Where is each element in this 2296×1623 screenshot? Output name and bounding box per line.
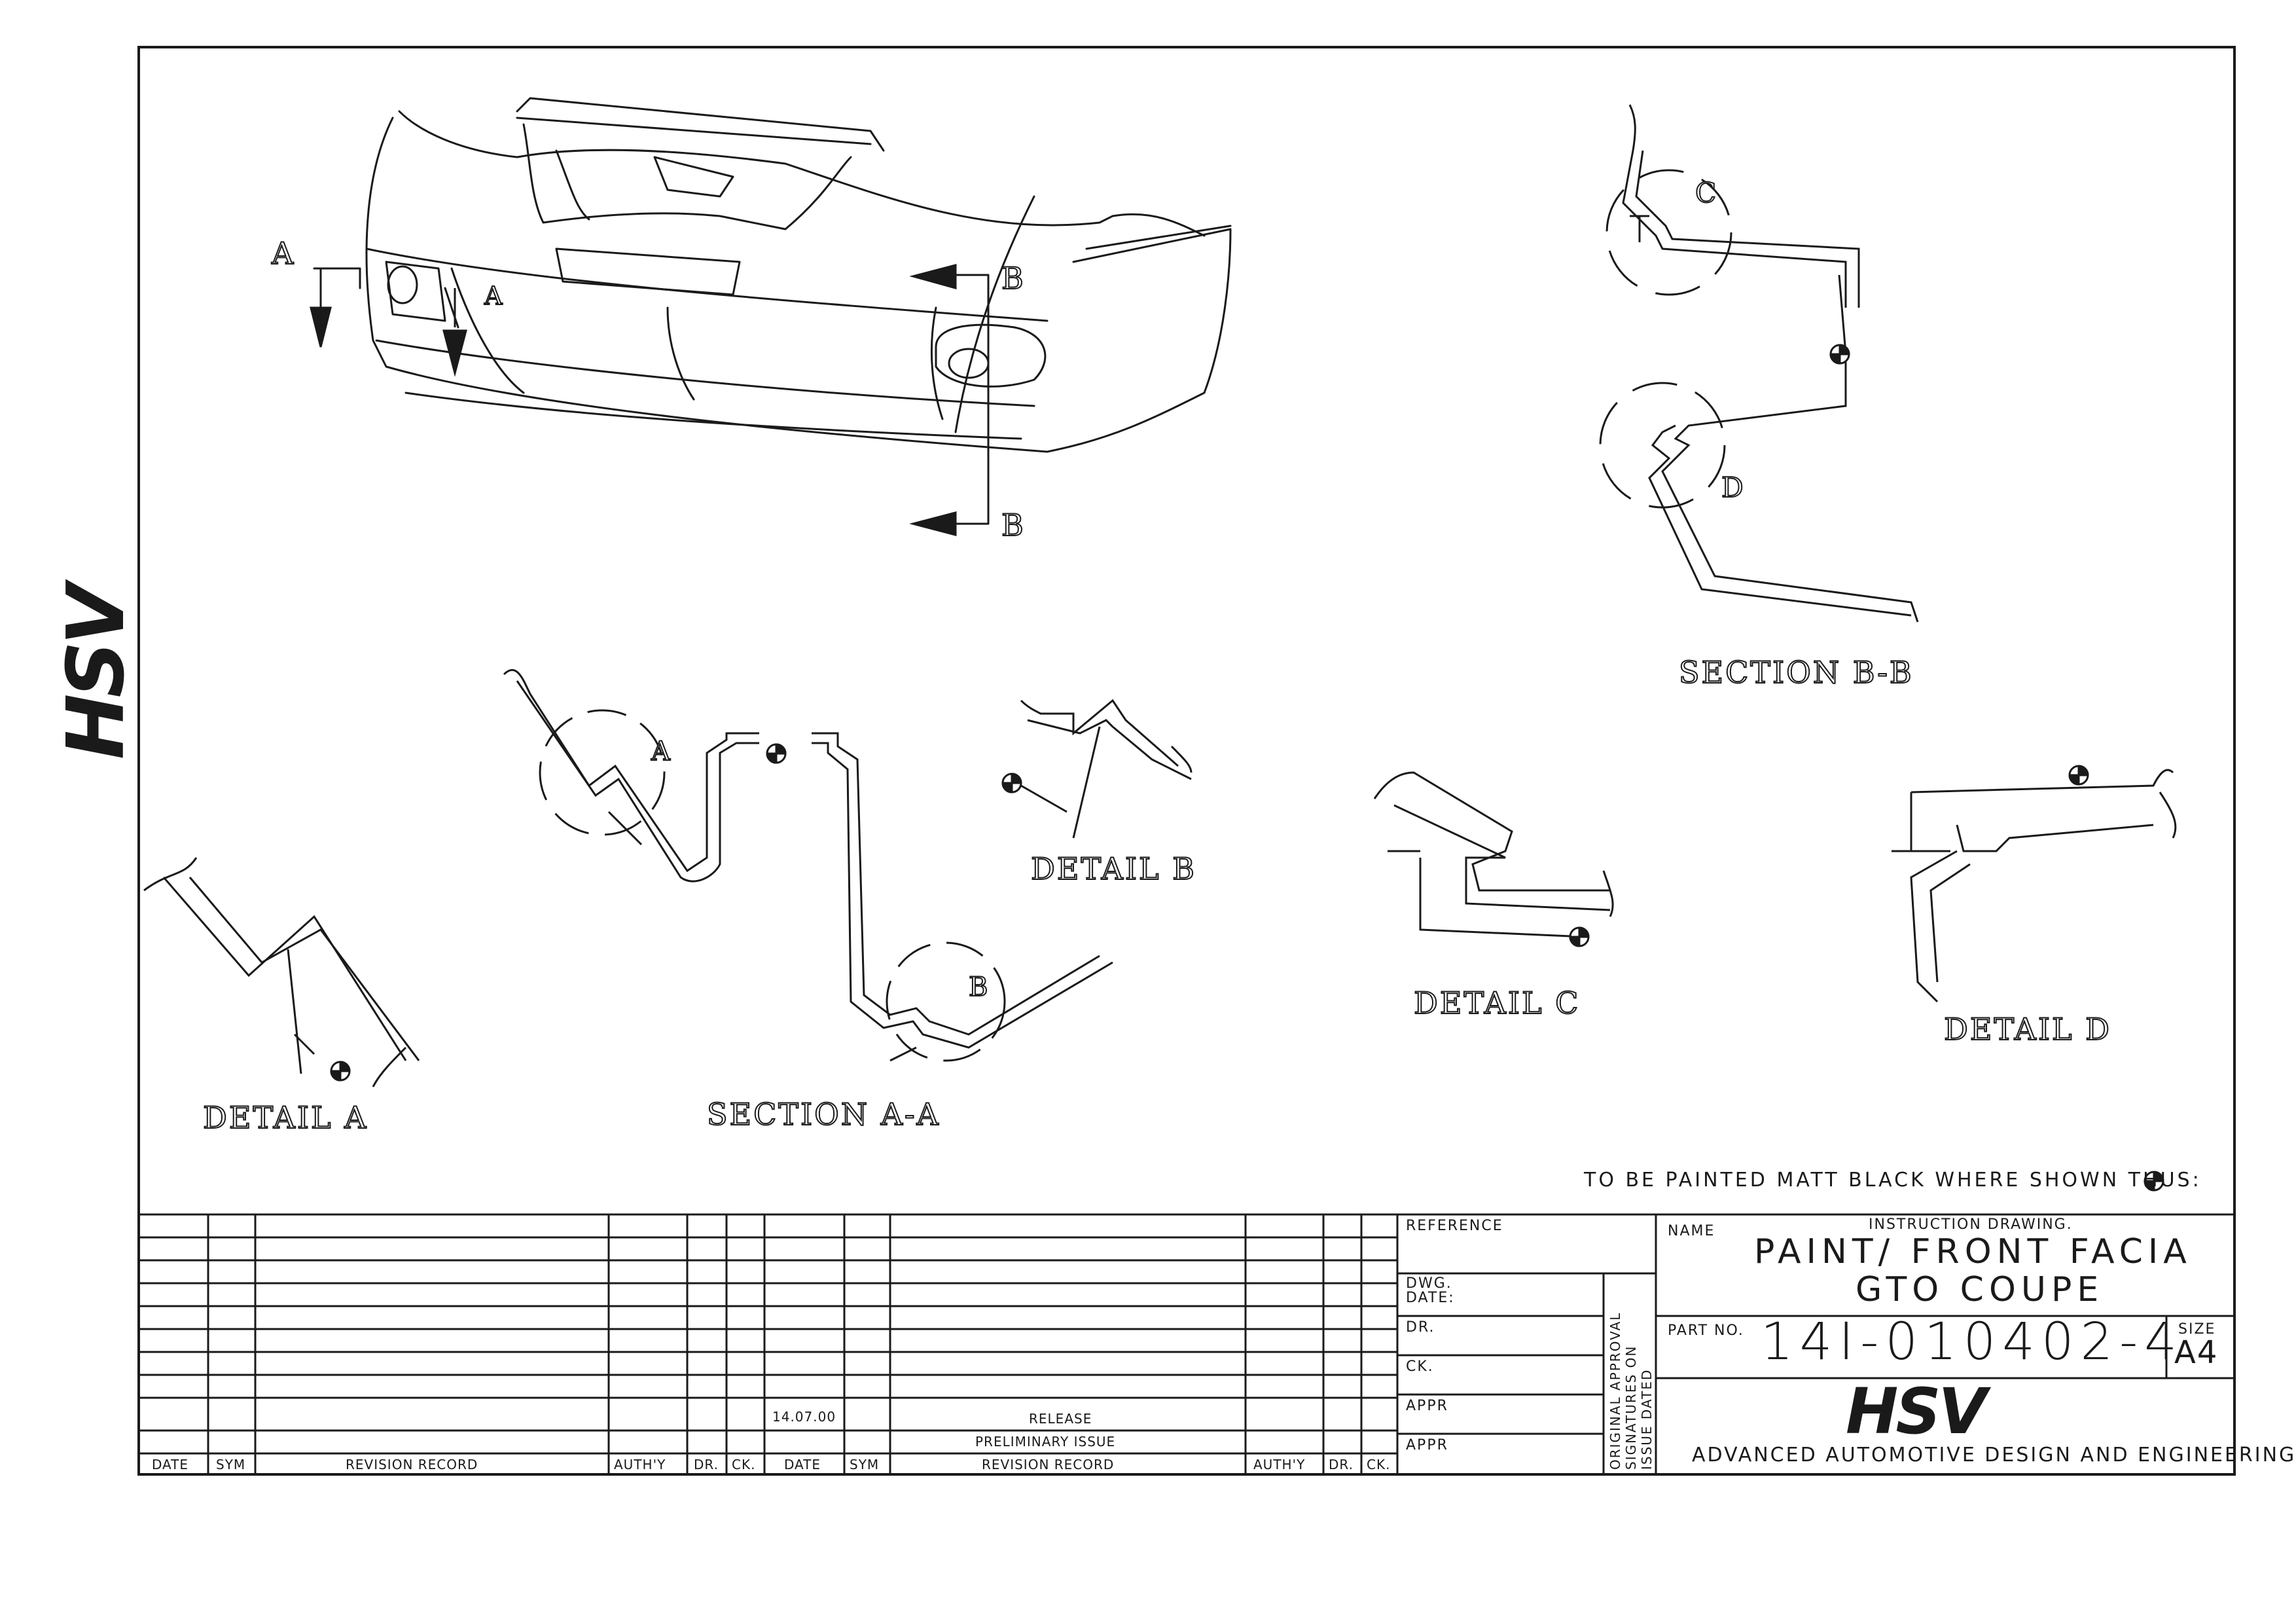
approval-vertical-2: SIGNATURES ON [1623,1345,1639,1470]
appr-label-1: APPR [1406,1398,1448,1414]
rev-header-dr-2: DR. [1329,1457,1354,1472]
section-line-b [954,274,990,525]
callout-c: C [1695,176,1719,210]
label-detail-a: DETAIL A [202,1099,368,1136]
rev-header-auth-1: AUTH'Y [614,1457,666,1472]
approval-vertical-1: ORIGINAL APPROVAL [1607,1311,1623,1470]
rev-header-dr-1: DR. [694,1457,719,1472]
dwg-date-label: DWG. DATE: [1406,1275,1455,1306]
section-line-a-inner [444,287,459,329]
part-number: 14I-010402-4 [1761,1313,2183,1372]
section-line-a [313,267,361,289]
rev-entry-date: 14.07.00 [772,1409,836,1425]
rev-entry-release: RELEASE [1029,1411,1092,1427]
drawing-frame [137,46,2236,1476]
reference-label: REFERENCE [1406,1218,1503,1234]
detail-a-profile [143,857,420,1087]
appr-label-2: APPR [1406,1437,1448,1453]
paint-symbols [330,344,2164,1192]
label-detail-b: DETAIL B [1030,850,1196,887]
rev-header-auth-2: AUTH'Y [1253,1457,1306,1472]
rev-header-record-1: REVISION RECORD [346,1457,478,1472]
drawing-subtitle: INSTRUCTION DRAWING. [1869,1216,2073,1233]
rev-entry-preliminary: PRELIMINARY ISSUE [975,1434,1116,1450]
size-label: SIZE [2178,1321,2216,1338]
rev-header-date-1: DATE [152,1457,189,1472]
arrow-b-top [909,264,957,289]
callout-a-inner: A [484,281,505,311]
section-aa-profile [503,669,1113,1062]
callout-section-b: B [968,972,990,1003]
part-no-label: PART NO. [1668,1322,1744,1339]
label-detail-d: DETAIL D [1943,1011,2112,1048]
callout-d: D [1721,471,1746,504]
approval-vertical-3: ISSUE DATED [1639,1368,1655,1470]
bumper-isometric-view [365,97,1232,453]
rev-header-sym-1: SYM [216,1457,246,1472]
section-bb-profile [1599,104,1919,623]
callout-a-left: A [271,235,296,272]
arrow-a-inner [442,329,467,377]
title-block-grid [137,1213,2233,1476]
titleblock-logo: HSV [1846,1375,1987,1448]
callout-b-bottom: B [1001,507,1026,543]
arrow-b-bottom [909,511,957,536]
drawing-title-line1: PAINT/ FRONT FACIA [1754,1232,2192,1271]
callout-section-a: A [651,736,672,767]
rev-header-date-2: DATE [784,1457,821,1472]
detail-c-profile [1373,771,1614,938]
paint-note: TO BE PAINTED MATT BLACK WHERE SHOWN THU… [1584,1169,2202,1192]
detail-d-profile [1892,769,2177,1003]
ck-label: CK. [1406,1359,1434,1375]
rev-header-ck-2: CK. [1367,1457,1391,1472]
rev-header-sym-2: SYM [850,1457,880,1472]
label-section-aa: SECTION A-A [706,1096,941,1133]
name-label: NAME [1668,1223,1715,1239]
callout-b-top: B [1001,260,1026,297]
dr-label: DR. [1406,1319,1435,1336]
label-detail-c: DETAIL C [1413,985,1581,1021]
detail-b-profile [1020,699,1193,839]
company-name: ADVANCED AUTOMOTIVE DESIGN AND ENGINEERI… [1692,1444,2296,1467]
size-value: A4 [2174,1334,2219,1371]
drawing-title-line2: GTO COUPE [1856,1270,2104,1309]
rev-header-ck-1: CK. [732,1457,756,1472]
arrow-a-left [310,306,332,348]
label-section-bb: SECTION B-B [1678,654,1914,691]
rev-header-record-2: REVISION RECORD [982,1457,1115,1472]
